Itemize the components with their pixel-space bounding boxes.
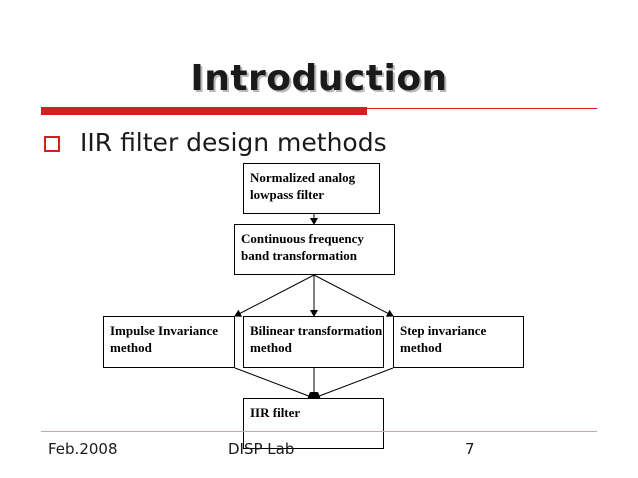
node-bilinear-transformation: Bilinear transformation method bbox=[243, 316, 384, 368]
bullet-item: IIR filter design methods bbox=[44, 128, 387, 157]
node-iir-filter: IIR filter bbox=[243, 398, 384, 449]
edge-continuous-to-impulse bbox=[234, 274, 315, 317]
footer-divider bbox=[41, 431, 597, 432]
node-impulse-invariance: Impulse Invariance method bbox=[103, 316, 235, 368]
slide-title: Introduction bbox=[190, 58, 448, 99]
bullet-text: IIR filter design methods bbox=[80, 128, 387, 157]
title-underline-thick bbox=[41, 107, 367, 115]
edge-step-to-iir bbox=[313, 367, 394, 400]
square-bullet-icon bbox=[44, 135, 60, 152]
edge-impulse-to-iir bbox=[234, 367, 315, 400]
footer-lab: DISP Lab bbox=[228, 440, 295, 458]
node-step-invariance: Step invariance method bbox=[393, 316, 524, 368]
title-underline-thin bbox=[367, 108, 597, 109]
footer-date: Feb.2008 bbox=[48, 440, 118, 458]
edge-continuous-to-step bbox=[313, 274, 394, 317]
node-normalized-lowpass: Normalized analog lowpass filter bbox=[243, 163, 380, 214]
footer-page-number: 7 bbox=[465, 440, 475, 458]
node-continuous-band-transform: Continuous frequency band transformation bbox=[234, 224, 395, 275]
